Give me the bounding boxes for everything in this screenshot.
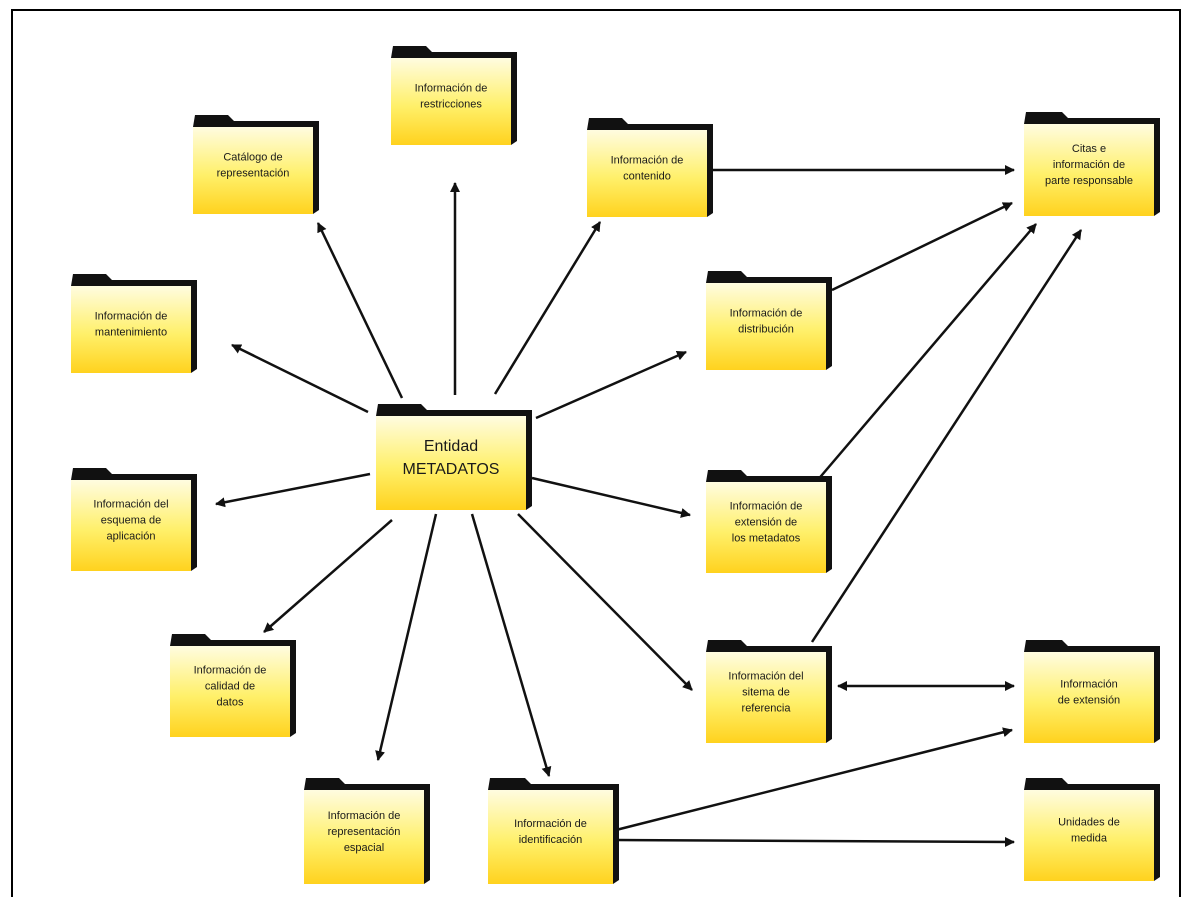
folder-body: [706, 283, 826, 370]
folder-label-line: mantenimiento: [95, 326, 167, 338]
folder-label-line: sitema de: [742, 686, 790, 698]
folder-label-line: Citas e: [1072, 143, 1106, 155]
folder-label-line: esquema de: [101, 514, 162, 526]
folder-label-line: referencia: [742, 702, 792, 714]
folder-representacion-espacial: Información de representación espacial: [304, 778, 430, 884]
arrow-identificacion-to-unidades: [615, 836, 1015, 847]
folder-label-line: aplicación: [107, 530, 156, 542]
folder-label-line: Información de: [95, 310, 168, 322]
folder-body: [391, 58, 511, 145]
folder-label-line: Información de: [328, 810, 401, 822]
folder-sistema-referencia: Información del sitema de referencia: [706, 640, 832, 743]
arrow-sistema-referencia-to-citas: [810, 229, 1083, 643]
folder-extension-metadatos: Información de extensión de los metadatos: [706, 470, 832, 573]
folder-label-line: Información del: [728, 670, 803, 682]
folder-label-line: distribución: [738, 323, 794, 335]
folder-label-line: Información de: [415, 82, 488, 94]
folder-label-line: contenido: [623, 170, 671, 182]
folder-body: [376, 416, 526, 510]
folder-label-line: Información de: [514, 818, 587, 830]
folder-body: [1024, 124, 1154, 216]
folder-label-line: restricciones: [420, 98, 482, 110]
arrow-distribucion-to-citas: [831, 201, 1013, 292]
folder-distribucion: Información de distribución: [706, 271, 832, 370]
folder-label-line: Unidades de: [1058, 816, 1120, 828]
folder-body: [1024, 790, 1154, 881]
folder-body: [706, 652, 826, 743]
folder-label-line: extensión de: [735, 516, 797, 528]
folder-body: [170, 646, 290, 737]
arrow-extension-metadatos-to-citas: [815, 223, 1037, 483]
folder-label-line: representación: [217, 167, 290, 179]
folder-label-line: Entidad: [424, 438, 478, 455]
folder-contenido: Información de contenido: [587, 118, 713, 217]
folder-label-line: Información de: [194, 664, 267, 676]
folder-label-line: de extensión: [1058, 694, 1120, 706]
folder-citas: Citas e información de parte responsable: [1024, 112, 1160, 216]
folder-label-line: Información de: [730, 307, 803, 319]
folder-body: [71, 480, 191, 571]
arrow-identificacion-to-extension: [615, 727, 1013, 832]
folder-label-line: representación: [328, 826, 401, 838]
arrow-center-to-catalogo: [316, 222, 404, 399]
folder-restricciones: Información de restricciones: [391, 46, 517, 145]
folder-label-line: Información de: [730, 500, 803, 512]
folder-calidad: Información de calidad de datos: [170, 634, 296, 737]
connectors: [215, 165, 1083, 847]
folder-body: [71, 286, 191, 373]
folder-identificacion: Información de identificación: [488, 778, 619, 884]
folder-label-line: Catálogo de: [223, 151, 282, 163]
folder-label-line: medida: [1071, 832, 1108, 844]
folder-body: [706, 482, 826, 573]
folder-label-line: Información: [1060, 678, 1117, 690]
folder-label-line: espacial: [344, 842, 384, 854]
folder-body: [488, 790, 613, 884]
folder-mantenimiento: Información de mantenimiento: [71, 274, 197, 373]
folder-body: [1024, 652, 1154, 743]
arrow-center-to-representacion-espacial: [375, 513, 438, 761]
folder-label-line: información de: [1053, 159, 1125, 171]
folder-label-line: calidad de: [205, 680, 255, 692]
folder-label-line: Información del: [93, 498, 168, 510]
arrow-center-to-calidad: [263, 519, 393, 633]
arrow-center-to-esquema: [215, 472, 371, 508]
folder-body: [193, 127, 313, 214]
arrow-center-to-sistema-referencia: [517, 513, 693, 691]
folder-label-line: Información de: [611, 154, 684, 166]
arrow-center-to-contenido: [493, 221, 602, 395]
arrow-center-to-mantenimiento: [231, 343, 369, 414]
folder-label-line: los metadatos: [732, 532, 801, 544]
arrow-center-to-extension-metadatos: [531, 476, 691, 518]
folder-label-line: METADATOS: [403, 461, 500, 478]
folder-body: [304, 790, 424, 884]
folder-unidades: Unidades de medida: [1024, 778, 1160, 881]
folder-esquema: Información del esquema de aplicación: [71, 468, 197, 571]
arrow-center-to-distribucion: [535, 350, 687, 420]
arrow-center-to-identificacion: [470, 513, 552, 777]
folder-body: [587, 130, 707, 217]
folder-catalogo: Catálogo de representación: [193, 115, 319, 214]
folder-label-line: parte responsable: [1045, 175, 1133, 187]
folder-extension: Información de extensión: [1024, 640, 1160, 743]
folder-label-line: datos: [217, 696, 244, 708]
folder-label-line: identificación: [519, 834, 583, 846]
